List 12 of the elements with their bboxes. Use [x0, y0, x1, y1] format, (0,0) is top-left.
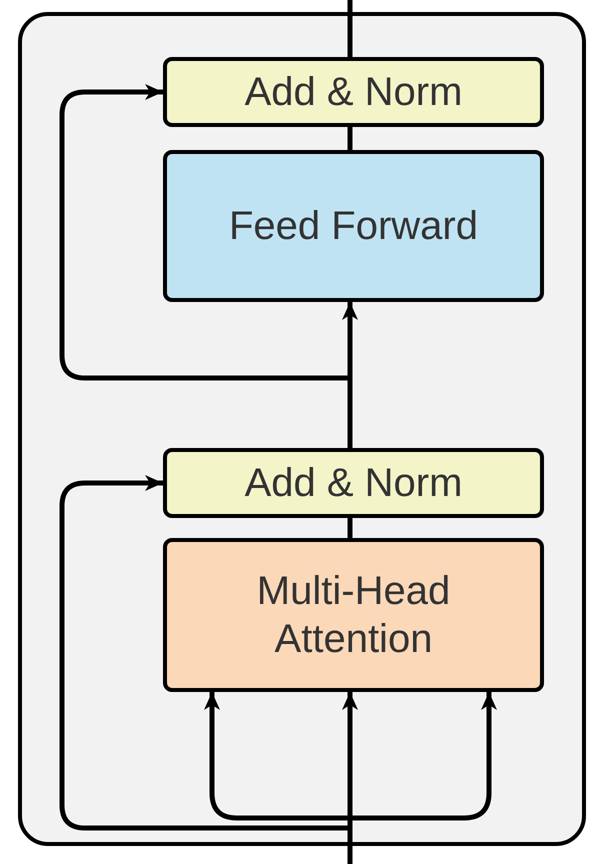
connector-line [348, 0, 352, 57]
connector-line [348, 127, 352, 150]
connector-line [348, 518, 352, 538]
process-box [163, 448, 544, 518]
process-box [163, 150, 544, 302]
box-label: Feed Forward [229, 203, 478, 250]
process-box [163, 57, 544, 127]
box-label: Multi-Head Attention [256, 568, 452, 663]
container-frame [18, 12, 586, 846]
box-label: Add & Norm [244, 460, 462, 507]
box-label: Add & Norm [244, 69, 462, 116]
process-box [163, 538, 544, 692]
